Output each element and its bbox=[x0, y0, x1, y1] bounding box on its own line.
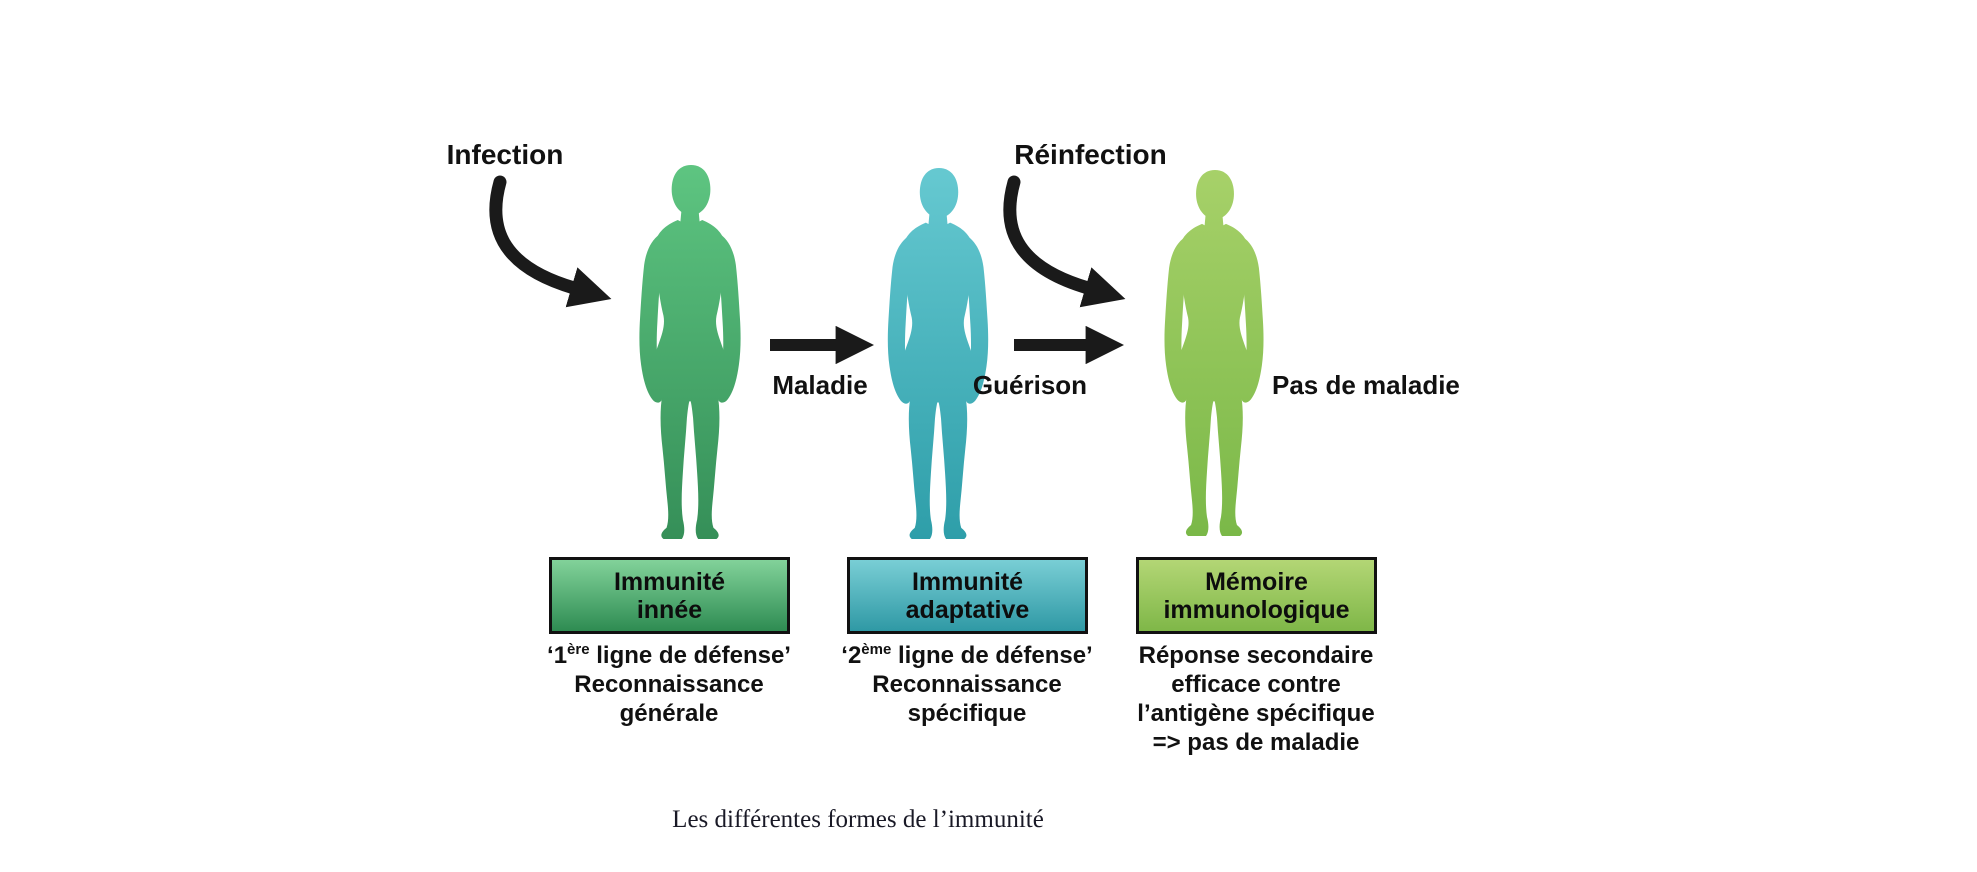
reinfection-label: Réinfection bbox=[1014, 139, 1167, 170]
box-immunite-adaptative: Immunité adaptative bbox=[847, 557, 1088, 634]
figure-caption: Les différentes formes de l’immunité bbox=[672, 806, 1044, 833]
pas-de-maladie-label: Pas de maladie bbox=[1272, 370, 1460, 400]
box-memoire-immunologique: Mémoire immunologique bbox=[1136, 557, 1377, 634]
note-memory: Réponse secondaire efficace contre l’ant… bbox=[1091, 641, 1421, 757]
box-line: immunologique bbox=[1163, 595, 1350, 624]
box-line: adaptative bbox=[905, 595, 1030, 624]
reinfection-arrow bbox=[1003, 175, 1126, 308]
person-figure-innate bbox=[639, 165, 741, 539]
person-figure-adaptive bbox=[887, 168, 989, 539]
note-line: générale bbox=[619, 700, 719, 727]
infection-arrow bbox=[489, 175, 612, 308]
box-line: Immunité bbox=[911, 567, 1024, 596]
note-line: ‘1ère ligne de défense’ bbox=[547, 641, 791, 669]
box-line: Immunité bbox=[613, 567, 726, 596]
note-line: => pas de maladie bbox=[1152, 729, 1360, 756]
note-line: l’antigène spécifique bbox=[1137, 700, 1375, 727]
note-innate: ‘1ère ligne de défense’ Reconnaissance g… bbox=[504, 641, 834, 728]
box-line: Mémoire bbox=[1205, 567, 1308, 596]
box-line: innée bbox=[636, 595, 703, 624]
note-line: efficace contre bbox=[1171, 671, 1341, 698]
guerison-label: Guérison bbox=[972, 370, 1088, 400]
infection-label: Infection bbox=[446, 139, 564, 170]
note-line: Réponse secondaire bbox=[1138, 642, 1374, 669]
note-line: spécifique bbox=[907, 700, 1027, 727]
note-adaptive: ‘2ème ligne de défense’ Reconnaissance s… bbox=[802, 641, 1132, 728]
note-line: ‘2ème ligne de défense’ bbox=[841, 641, 1093, 669]
note-line: Reconnaissance bbox=[574, 671, 764, 698]
maladie-label: Maladie bbox=[772, 370, 868, 400]
box-immunite-innee: Immunité innée bbox=[549, 557, 790, 634]
person-figure-memory bbox=[1164, 169, 1264, 537]
note-line: Reconnaissance bbox=[872, 671, 1062, 698]
